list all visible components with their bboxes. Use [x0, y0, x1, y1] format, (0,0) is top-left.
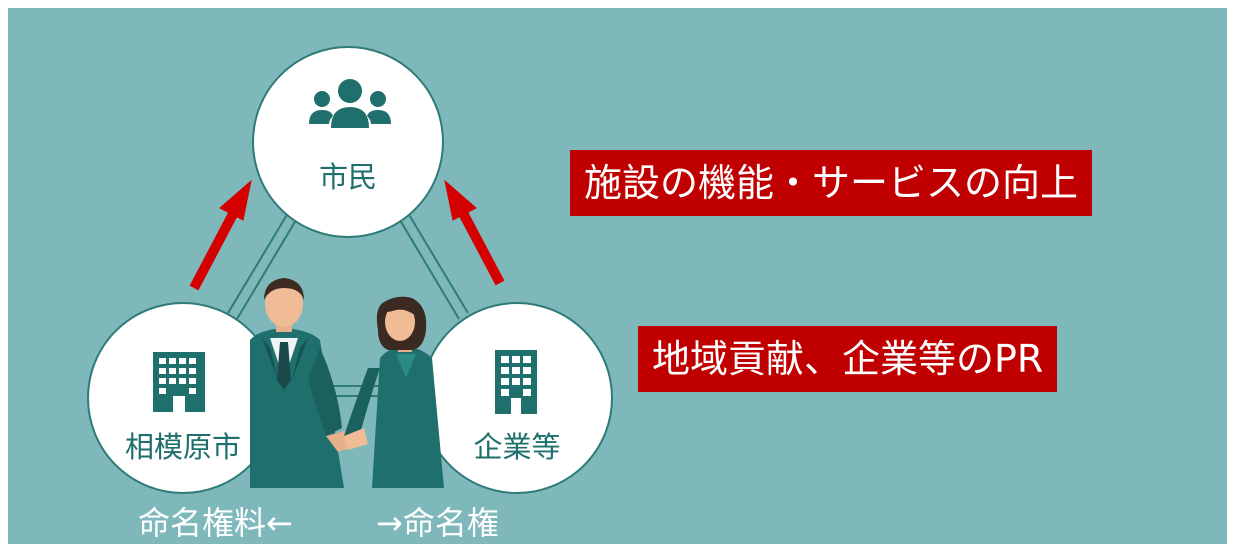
people-group-icon — [309, 79, 391, 128]
handshake-businesspeople-illustration — [250, 278, 444, 488]
arrow-right-head — [444, 179, 477, 221]
office-building-icon — [153, 352, 205, 412]
arrow-left-head — [219, 179, 252, 221]
node-citizens-label: 市民 — [318, 160, 377, 194]
arrow-left-shaft — [189, 211, 238, 291]
arrow-right-shaft — [458, 210, 505, 286]
node-citizens: 市民 — [252, 46, 444, 238]
node-companies-label: 企業等 — [473, 430, 561, 464]
businessman-figure — [250, 278, 362, 488]
naming-right-label: →命名権 — [376, 504, 499, 542]
company-building-icon — [495, 350, 537, 414]
businesswoman-figure — [344, 296, 444, 488]
benefit-banner-citizens: 施設の機能・サービスの向上 — [570, 150, 1093, 216]
node-city: 相模原市 — [87, 302, 279, 494]
benefit-banner-companies: 地域貢献、企業等のPR — [638, 326, 1058, 392]
diagram-panel: 市民 相模原市 企業等 — [8, 8, 1227, 544]
naming-fee-label: 命名権料← — [138, 504, 293, 542]
node-companies: 企業等 — [421, 302, 613, 494]
node-city-label: 相模原市 — [124, 430, 241, 464]
